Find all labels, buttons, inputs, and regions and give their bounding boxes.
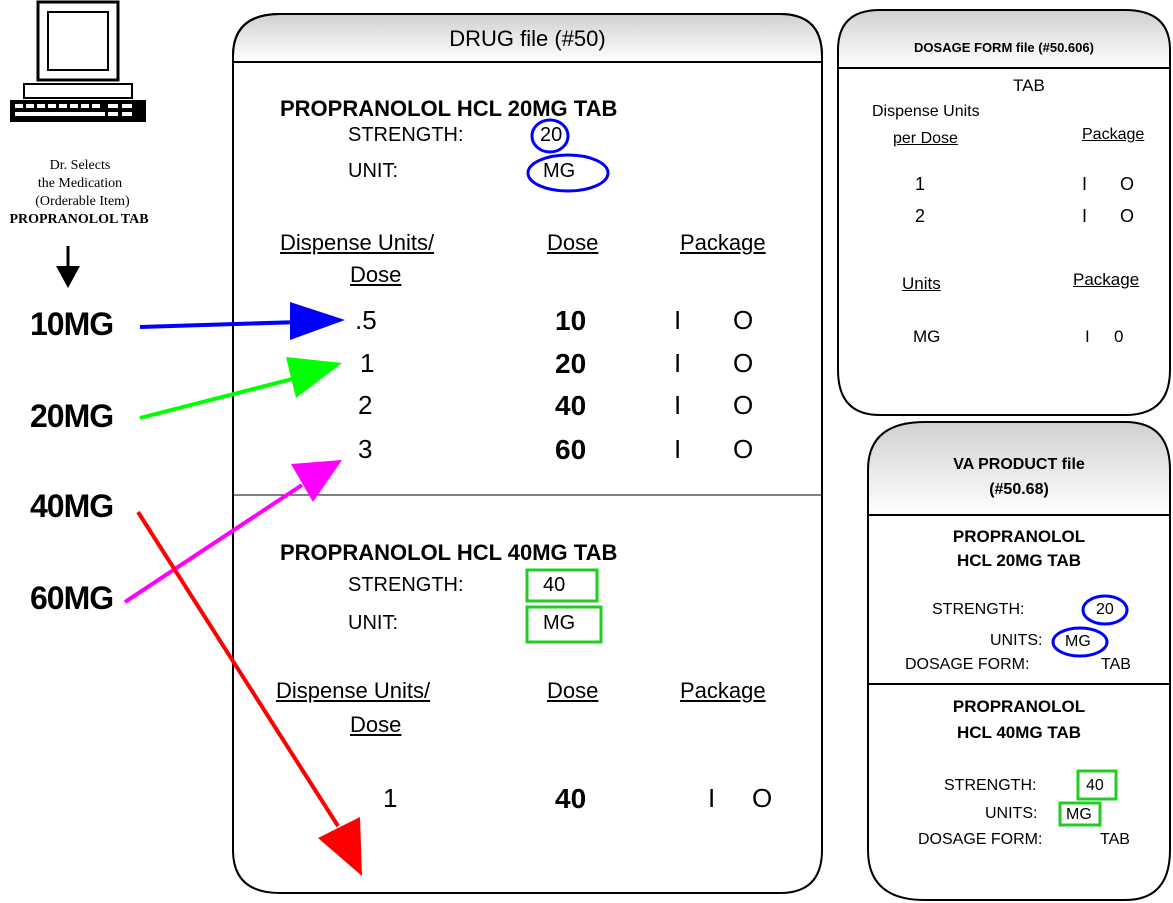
- va-units-mg-highlight: [1051, 626, 1109, 658]
- caption-line-3: (Orderable Item): [35, 194, 130, 209]
- drug-item2-row-dose: 40: [555, 783, 587, 814]
- drug-item1-header-package: Package: [680, 230, 766, 255]
- drug-item1-unit-value: MG: [543, 160, 576, 182]
- drug-item1-row-pkg2: O: [733, 348, 754, 378]
- va-item1-strength-label: STRENGTH:: [932, 601, 1025, 618]
- dosage-form-row-disp: 2: [915, 206, 926, 226]
- strength-20-highlight: [530, 118, 570, 154]
- dosage-form-units-pkg1: I: [1085, 327, 1090, 346]
- drug-item1-row-pkg2: O: [733, 434, 754, 464]
- drug-item1-row-dose: 60: [555, 434, 587, 465]
- dosage-form-header-disp: Dispense Units: [872, 103, 980, 120]
- drug-item1-row-disp: 2: [358, 390, 373, 420]
- drug-item1-header-dispense: Dispense Units/: [280, 230, 435, 255]
- drug-file-title: DRUG file (#50): [449, 26, 606, 51]
- drug-item1-row-dose: 20: [555, 348, 587, 379]
- drug-item2-row-pkg2: O: [752, 783, 773, 813]
- drug-item2-header-dose: Dose: [547, 678, 599, 703]
- drug-item1-name: PROPRANOLOL HCL 20MG TAB: [280, 96, 618, 121]
- va-item1-strength-value: 20: [1096, 601, 1114, 618]
- arrow-60mg: [123, 460, 342, 604]
- dosage-form-row-pkg2: O: [1120, 174, 1135, 194]
- va-item1-form-label: DOSAGE FORM:: [905, 656, 1030, 673]
- va-item2-strength-label: STRENGTH:: [944, 777, 1037, 794]
- dosage-form-row-pkg1: I: [1082, 206, 1088, 226]
- drug-item1-row-dose: 10: [555, 305, 587, 336]
- drug-item1-row-pkg1: I: [674, 390, 682, 420]
- drug-item2-header-package: Package: [680, 678, 766, 703]
- drug-item2-name: PROPRANOLOL HCL 40MG TAB: [280, 540, 618, 565]
- drug-item2-row-disp: 1: [383, 783, 398, 813]
- caption-line-2: the Medication: [37, 176, 123, 191]
- computer-icon: [10, 0, 146, 122]
- drug-item1-row-pkg1: I: [674, 348, 682, 378]
- va-units-mg-box-highlight: [1058, 801, 1102, 827]
- drug-item1-row-pkg1: I: [674, 434, 682, 464]
- va-item2-units-value: MG: [1066, 806, 1092, 823]
- drug-item2-header-dispense: Dispense Units/: [276, 678, 431, 703]
- dosage-form-units-package-header: Package: [1073, 270, 1140, 289]
- caption-line-4: PROPRANOLOL TAB: [9, 212, 149, 227]
- va-item2-form-value: TAB: [1100, 831, 1130, 848]
- strength-40-highlight: [525, 568, 599, 603]
- arrow-20mg: [139, 357, 342, 420]
- drug-item2-unit-label: UNIT:: [348, 612, 398, 634]
- dosage-form-row-disp: 1: [915, 174, 926, 194]
- drug-item1-row-pkg1: I: [674, 305, 682, 335]
- va-product-title-number: (#50.68): [989, 481, 1049, 498]
- unit-mg-box-highlight: [525, 605, 603, 644]
- drug-item1-row-disp: 1: [360, 348, 375, 378]
- va-item2-name: PROPRANOLOL: [952, 697, 1086, 716]
- drug-item2-strength-label: STRENGTH:: [348, 574, 464, 596]
- va-strength-20-highlight: [1081, 594, 1129, 626]
- down-arrow-icon: [56, 246, 80, 288]
- arrow-40mg: [136, 510, 362, 876]
- dose-label-40mg: 40MG: [30, 488, 114, 524]
- drug-item1-header-dose: Dose: [547, 230, 599, 255]
- dosage-form-header-package: Package: [1082, 126, 1145, 143]
- dose-label-60mg: 60MG: [30, 580, 114, 616]
- drug-item1-header-dispense-dose: Dose: [350, 262, 402, 287]
- dosage-form-row-pkg1: I: [1082, 174, 1088, 194]
- drug-item1-row-pkg2: O: [733, 390, 754, 420]
- va-item1-units-label: UNITS:: [990, 632, 1043, 649]
- va-strength-40-highlight: [1076, 769, 1118, 801]
- dosage-form-panel: [837, 9, 1171, 416]
- caption-line-1: Dr. Selects: [49, 158, 111, 173]
- drug-item1-unit-label: UNIT:: [348, 160, 398, 182]
- dosage-form-value: TAB: [1013, 76, 1045, 95]
- va-item1-form-value: TAB: [1101, 656, 1131, 673]
- drug-item1-row-disp: .5: [355, 305, 377, 335]
- drug-item2-strength-value: 40: [543, 574, 566, 596]
- drug-file-panel: [232, 13, 823, 894]
- drug-item1-strength-label: STRENGTH:: [348, 124, 464, 146]
- drug-item1-row-disp: 3: [358, 434, 373, 464]
- drug-item2-header-dispense-dose: Dose: [350, 712, 402, 737]
- dosage-form-title: DOSAGE FORM file (#50.606): [914, 40, 1094, 55]
- va-item2-name-cont: HCL 40MG TAB: [956, 723, 1082, 742]
- unit-mg-highlight: [526, 153, 610, 193]
- va-item1-units-value: MG: [1065, 633, 1091, 650]
- dose-label-10mg: 10MG: [30, 306, 114, 342]
- va-product-panel: [867, 421, 1171, 901]
- drug-item1-strength-value: 20: [540, 124, 563, 146]
- dosage-form-units-pkg2: 0: [1114, 327, 1124, 346]
- dosage-form-header-disp-dose: per Dose: [893, 130, 958, 147]
- va-product-title: VA PRODUCT file: [953, 456, 1085, 473]
- drug-item1-row-pkg2: O: [733, 305, 754, 335]
- dosage-form-row-pkg2: O: [1120, 206, 1135, 226]
- dosage-form-units-value: MG: [913, 327, 941, 346]
- drug-item2-row-pkg1: I: [708, 783, 716, 813]
- drug-item2-unit-value: MG: [543, 612, 576, 634]
- arrow-10mg: [139, 302, 345, 340]
- va-item2-units-label: UNITS:: [985, 805, 1038, 822]
- va-item1-name-cont: HCL 20MG TAB: [956, 551, 1082, 570]
- va-item2-form-label: DOSAGE FORM:: [918, 831, 1043, 848]
- va-item1-name: PROPRANOLOL: [952, 527, 1086, 546]
- drug-item1-row-dose: 40: [555, 390, 587, 421]
- dose-label-20mg: 20MG: [30, 398, 114, 434]
- dosage-form-units-header: Units: [902, 274, 941, 293]
- va-item2-strength-value: 40: [1086, 777, 1104, 794]
